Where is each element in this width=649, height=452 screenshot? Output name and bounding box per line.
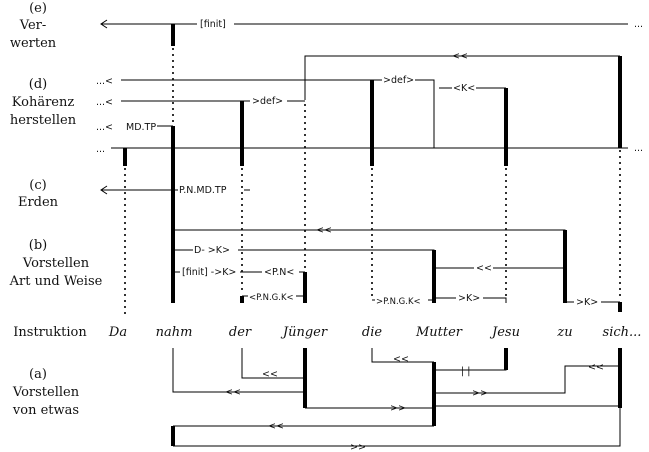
tag-b-ll: << xyxy=(476,263,492,274)
line-a-gg3 xyxy=(173,408,621,447)
tag-b-pngk2: >P.N.G.K< xyxy=(376,297,421,307)
row-d-lines: ...< >def> <K< ...< >def> ...< MD.TP ...… xyxy=(96,75,643,166)
line-a-die xyxy=(371,348,434,363)
row-e-line1: Ver- xyxy=(19,18,47,33)
tag-b-k-zu: >K> xyxy=(576,297,598,308)
tag-e-cont: ... xyxy=(634,19,643,30)
tag-b-pngk1: <P.N.G.K< xyxy=(249,293,294,303)
row-b-line1: Vorstellen xyxy=(22,256,90,271)
row-e-line2: werten xyxy=(10,36,57,51)
line-a-gg2 xyxy=(434,382,566,394)
tag-a-ll3: << xyxy=(588,362,604,373)
tag-d-k-jesu: <K< xyxy=(453,83,475,94)
tag-a-ll1: << xyxy=(262,369,278,380)
tag-d-dots2: ...< xyxy=(96,97,113,108)
tag-d-def-die: >def> xyxy=(383,75,414,86)
row-instruktion: Instruktion xyxy=(13,325,87,340)
row-a-line1: Vorstellen xyxy=(12,385,80,400)
tag-a-bars: | | xyxy=(461,366,470,377)
tag-d-cont: ... xyxy=(634,143,643,154)
row-c-letter: (c) xyxy=(29,178,46,193)
row-d-letter: (d) xyxy=(29,77,47,92)
row-b-letter: (b) xyxy=(29,238,47,253)
tag-b-finit: [finit] ->K> xyxy=(182,267,236,278)
tag-a-ll2: << xyxy=(393,354,409,365)
row-a-letter: (a) xyxy=(29,367,47,382)
tag-e-finit: [finit] xyxy=(200,19,226,30)
word-juenger: Jünger xyxy=(280,325,328,340)
line-a-der xyxy=(241,348,305,379)
word-nahm: nahm xyxy=(156,325,193,340)
line-b-k-mj-right xyxy=(483,297,507,303)
word-der: der xyxy=(229,325,252,340)
tag-c-pnmdtp: P.N.MD.TP xyxy=(179,185,227,196)
row-d-line1: Kohärenz xyxy=(12,95,75,110)
row-labels: (e) Ver- werten (d) Kohärenz herstellen … xyxy=(9,1,103,418)
row-c-lines: P.N.MD.TP << xyxy=(100,126,566,303)
row-c-line1: Erden xyxy=(18,195,59,210)
word-mutter: Mutter xyxy=(415,325,463,340)
word-jesu: Jesu xyxy=(489,325,520,340)
tag-d-def-der: >def> xyxy=(252,96,283,107)
tag-a-gg1: >> xyxy=(390,403,406,414)
tag-d-dots3: ...< xyxy=(96,122,113,133)
word-sich: sich... xyxy=(603,325,642,340)
row-e-lines: [finit] ... << xyxy=(100,19,643,148)
row-a-line2: von etwas xyxy=(12,403,79,418)
instruction-words: Da nahm der Jünger die Mutter Jesu zu si… xyxy=(108,325,642,340)
tag-a-ll4: << xyxy=(225,387,241,398)
line-a-zu xyxy=(564,365,620,382)
tag-a-gg3: >> xyxy=(350,442,366,452)
row-b-line2: Art und Weise xyxy=(9,274,103,289)
tag-a-ll5: << xyxy=(268,421,284,432)
row-e-letter: (e) xyxy=(29,1,47,16)
arrow-c-left xyxy=(100,185,108,195)
row-a-lines: << << | | << << >> >> << >> xyxy=(171,348,622,452)
word-zu: zu xyxy=(556,325,572,340)
tag-b-k-mj: >K> xyxy=(458,293,480,304)
tag-d-dots1: ...< xyxy=(96,76,113,87)
row-d-line2: herstellen xyxy=(10,113,77,128)
word-die: die xyxy=(362,325,382,340)
tag-a-gg2: >> xyxy=(472,388,488,399)
line-e-ll xyxy=(304,55,620,100)
dotted-connectors xyxy=(124,48,621,315)
tag-b-d-k: D- >K> xyxy=(194,245,230,256)
word-da: Da xyxy=(108,325,127,340)
tag-d-dots4: ... xyxy=(96,144,105,155)
tag-c-ll: << xyxy=(316,225,332,236)
tag-e-ll: << xyxy=(452,51,468,62)
line-a-nahm-ll xyxy=(172,348,305,393)
row-b-lines: D- >K> << [finit] ->K> <P.N< <P.N.G.K< >… xyxy=(171,230,622,312)
tag-b-pn: <P.N< xyxy=(264,267,294,278)
tag-d-mdtp: MD.TP xyxy=(126,122,156,133)
arrow-e-left xyxy=(100,19,108,29)
line-d-die-right xyxy=(415,79,435,148)
